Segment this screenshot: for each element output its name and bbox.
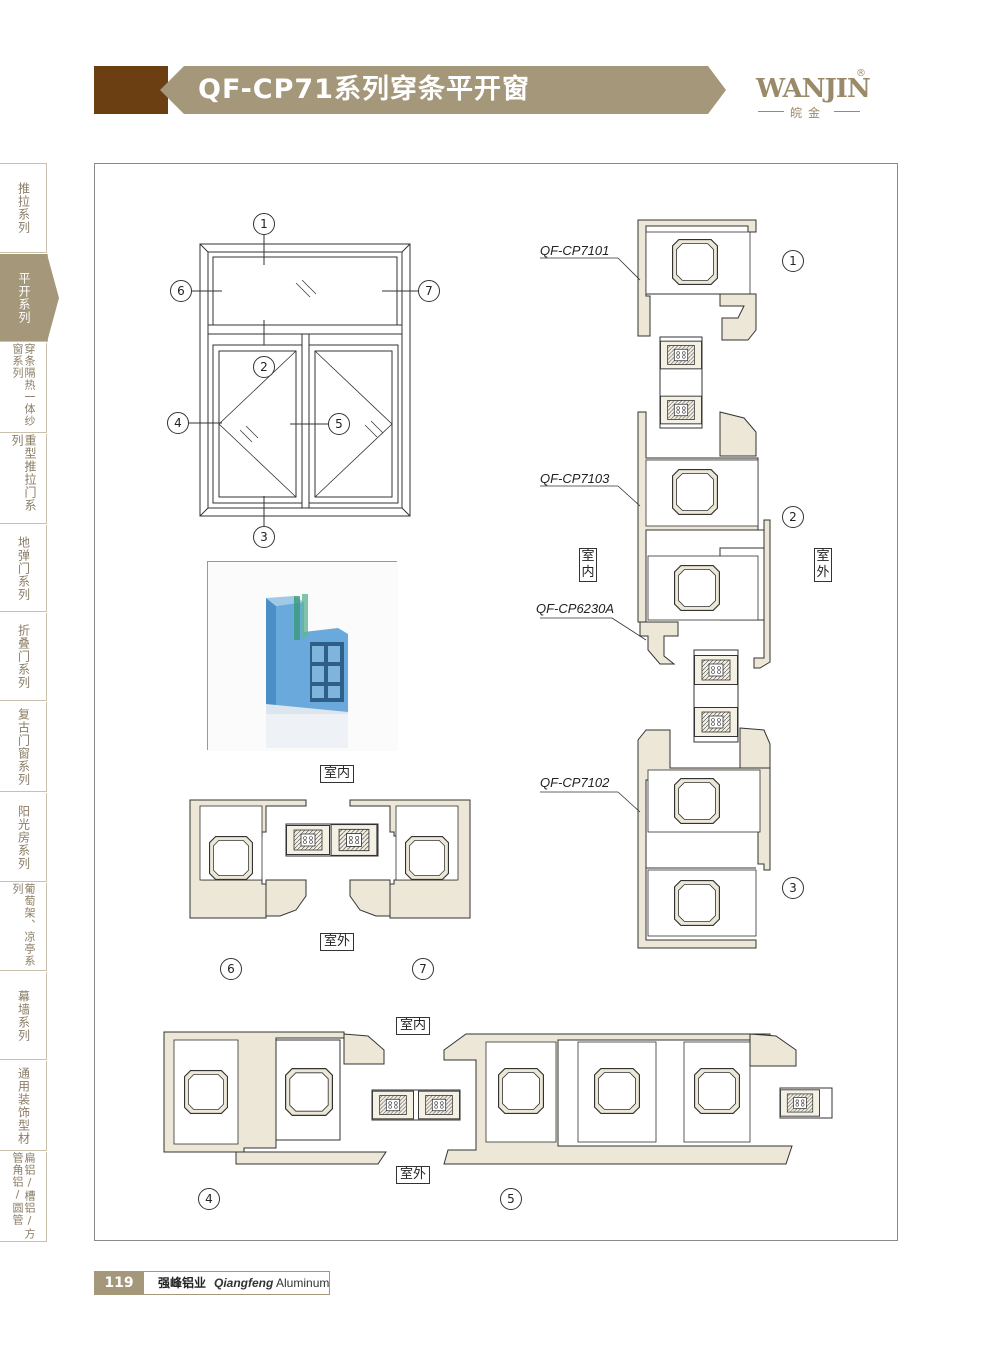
- brand-logo: WANJIN ® 皖金: [756, 68, 871, 122]
- indoor-char-1: 室: [581, 549, 595, 564]
- window-elevation: [188, 235, 418, 526]
- company-name-en-rest: Aluminum: [276, 1276, 330, 1290]
- indoor-label-bottom-section: 室内: [396, 1017, 431, 1035]
- page-title: QF-CP71系列穿条平开窗: [198, 74, 530, 105]
- sidebar-item-label: 扁铝/槽铝/方管角铝/圆管: [11, 1152, 36, 1240]
- logo-wordmark: WANJIN: [756, 74, 871, 104]
- profile-photo: [207, 561, 398, 751]
- marker-1: 1: [253, 213, 275, 235]
- marker-4: 4: [167, 412, 189, 434]
- sidebar-item-sunroom[interactable]: 阳光房系列: [0, 793, 47, 882]
- content-frame: [94, 163, 898, 1241]
- profile-code-7101: QF-CP7101: [540, 243, 610, 258]
- sidebar-item-label: 穿条隔热一体纱窗系列: [11, 343, 36, 427]
- indoor-char-2: 内: [581, 565, 595, 580]
- outdoor-char-1: 室: [816, 549, 830, 564]
- title-banner: [160, 66, 726, 114]
- vertical-section: [637, 219, 771, 949]
- section-marker-3: 3: [782, 877, 804, 899]
- marker-6: 6: [170, 280, 192, 302]
- profile-code-6230a: QF-CP6230A: [536, 601, 615, 616]
- profile-code-7103: QF-CP7103: [540, 471, 610, 486]
- sidebar-item-screen[interactable]: 穿条隔热一体纱窗系列: [0, 343, 47, 433]
- active-tab-pointer: [47, 254, 59, 342]
- outdoor-label-top-section: 室外: [320, 933, 355, 951]
- sidebar-item-label: 推拉系列: [16, 182, 31, 234]
- sidebar-item-label: 复古门窗系列: [16, 707, 31, 786]
- sidebar-item-label: 幕墙系列: [16, 989, 31, 1042]
- indoor-label-vertical: 室 内: [579, 548, 597, 582]
- sidebar-item-label: 平开系列: [17, 271, 31, 324]
- vertical-section-leaders: [540, 257, 647, 813]
- sidebar-item-decorative[interactable]: 通用装饰型材: [0, 1061, 47, 1151]
- sidebar-item-label: 通用装饰型材: [16, 1066, 31, 1145]
- horizontal-section-top: [189, 799, 471, 919]
- sidebar-item-label: 阳光房系列: [16, 804, 31, 870]
- section-marker-6: 6: [220, 958, 242, 980]
- company-name-en-bold: Qiangfeng: [214, 1276, 274, 1290]
- sidebar-item-flat-bar[interactable]: 扁铝/槽铝/方管角铝/圆管: [0, 1152, 47, 1242]
- outdoor-label-bottom-section: 室外: [396, 1166, 431, 1184]
- page-number: 119: [94, 1271, 144, 1295]
- sidebar-item-pergola[interactable]: 葡萄架、凉亭系列: [0, 883, 47, 971]
- section-marker-4: 4: [198, 1188, 220, 1210]
- section-marker-5: 5: [500, 1188, 522, 1210]
- section-marker-7: 7: [412, 958, 434, 980]
- sidebar-item-label: 重型推拉门系列: [10, 434, 37, 512]
- sidebar-item-label: 折叠门系列: [16, 624, 31, 689]
- sidebar-item-heavy-sliding[interactable]: 重型推拉门系列: [0, 434, 47, 524]
- outdoor-char-2: 外: [816, 565, 830, 580]
- sidebar-item-floor-spring[interactable]: 地弹门系列: [0, 525, 47, 612]
- logo-rule-right: [834, 111, 860, 112]
- sidebar-item-label: 地弹门系列: [16, 535, 31, 601]
- profile-code-7102: QF-CP7102: [540, 775, 610, 790]
- company-name: 强峰铝业: [158, 1276, 207, 1290]
- sidebar-item-casement[interactable]: 平开系列: [0, 254, 48, 342]
- logo-registered-mark: ®: [856, 68, 866, 79]
- outdoor-label-vertical: 室 外: [814, 548, 832, 582]
- section-marker-1: 1: [782, 250, 804, 272]
- marker-5: 5: [328, 413, 350, 435]
- marker-3: 3: [253, 526, 275, 548]
- indoor-label-top-section: 室内: [320, 765, 355, 783]
- sidebar-item-curtain-wall[interactable]: 幕墙系列: [0, 972, 47, 1060]
- marker-2: 2: [253, 356, 275, 378]
- sidebar-item-label: 葡萄架、凉亭系列: [11, 883, 36, 967]
- sidebar-item-sliding[interactable]: 推拉系列: [0, 163, 47, 253]
- sidebar-item-folding[interactable]: 折叠门系列: [0, 613, 47, 701]
- marker-7: 7: [418, 280, 440, 302]
- horizontal-section-bottom: [163, 1031, 833, 1165]
- section-marker-2: 2: [782, 506, 804, 528]
- company-name-en: Qiangfeng Aluminum: [214, 1271, 329, 1295]
- sidebar-item-classic[interactable]: 复古门窗系列: [0, 702, 47, 792]
- logo-rule-left: [758, 111, 784, 112]
- logo-subtitle: 皖金: [789, 106, 826, 120]
- profile-photo-image: [208, 562, 398, 751]
